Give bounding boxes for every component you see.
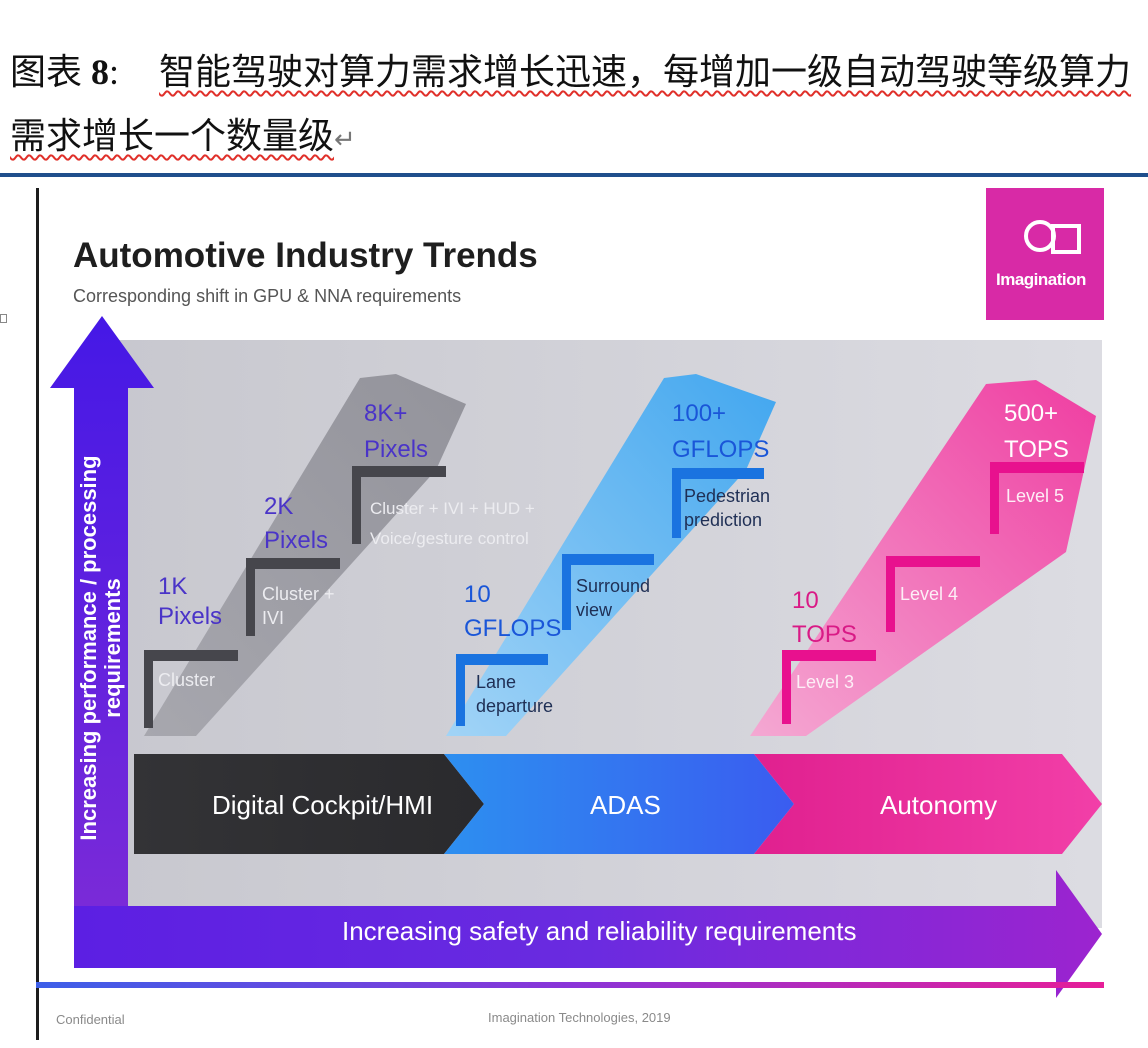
phase-band-cockpit <box>134 754 484 854</box>
desc-lane-departure-line1: Lane <box>476 672 517 692</box>
x-axis-arrow <box>74 870 1102 998</box>
cockpit-growth-arrow <box>144 374 466 736</box>
desc-cluster-ivi-hud-line2: Voice/gesture control <box>370 529 529 548</box>
desc-lane-departure: Lane departure <box>476 670 553 718</box>
metric-1k-unit: Pixels <box>158 603 223 630</box>
figure-caption: 图表 8:智能驾驶对算力需求增长迅速，每增加一级自动驾驶等级算力需求增长一个数量… <box>10 40 1140 172</box>
desc-pedestrian-prediction: Pedestrian prediction <box>684 484 770 532</box>
cockpit-step-brackets <box>144 466 446 728</box>
desc-cluster-ivi-hud: Cluster + IVI + HUD + Voice/gesture cont… <box>370 494 535 554</box>
metric-8k-unit: Pixels <box>364 436 429 463</box>
caption-prefix: 图表 <box>10 52 92 92</box>
anchor-mark <box>0 314 7 323</box>
desc-cluster-ivi-line1: Cluster + <box>262 584 335 604</box>
return-mark: ↵ <box>334 125 356 154</box>
metric-500-tops: 500+ TOPS <box>1004 396 1069 468</box>
desc-surround-view-line2: view <box>576 600 613 620</box>
desc-surround-view-line1: Surround <box>576 576 651 596</box>
metric-2k-unit: Pixels <box>264 527 329 554</box>
phase-label-adas: ADAS <box>590 790 661 820</box>
slide: Automotive Industry Trends Corresponding… <box>36 188 1104 1040</box>
metric-2k-value: 2K <box>264 493 294 520</box>
autonomy-step-brackets <box>782 462 1084 724</box>
metric-8k-value: 8K+ <box>364 400 408 427</box>
logo-box <box>986 188 1104 320</box>
metric-100-gflops-value: 100+ <box>672 400 727 427</box>
metric-8k: 8K+ Pixels <box>364 396 428 468</box>
footer-confidential: Confidential <box>56 1012 125 1027</box>
slide-edge <box>36 188 39 1040</box>
desc-cluster-ivi-line2: IVI <box>262 608 285 628</box>
desc-level-4: Level 4 <box>900 584 959 604</box>
footer-copyright: Imagination Technologies, 2019 <box>488 1010 671 1025</box>
caption-text: 智能驾驶对算力需求增长迅速，每增加一级自动驾驶等级算力需求增长一个数量级 <box>10 52 1132 156</box>
y-axis-arrow <box>50 316 154 906</box>
desc-lane-departure-line2: departure <box>476 696 554 716</box>
phase-label-cockpit: Digital Cockpit/HMI <box>212 790 434 820</box>
caption-rule <box>0 173 1148 177</box>
metric-10-tops-unit: TOPS <box>792 621 857 648</box>
desc-level-5: Level 5 <box>1006 486 1065 506</box>
desc-surround-view: Surround view <box>576 574 650 622</box>
metric-10-tops-value: 10 <box>792 587 819 614</box>
footer-line <box>36 982 1104 988</box>
slide-title: Automotive Industry Trends <box>73 236 538 275</box>
desc-level-3: Level 3 <box>796 672 855 692</box>
desc-pedestrian-prediction-line2: prediction <box>684 510 763 530</box>
metric-10-gflops: 10 GFLOPS <box>464 578 561 646</box>
logo-mark <box>1024 220 1081 254</box>
y-axis-label: Increasing performance / processing requ… <box>76 455 125 841</box>
logo-text: Imagination <box>996 270 1086 289</box>
metric-1k: 1K Pixels <box>158 572 222 632</box>
metric-100-gflops-unit: GFLOPS <box>672 436 770 463</box>
metric-1k-value: 1K <box>158 573 188 600</box>
caption-number: 8 <box>91 52 110 92</box>
caption-separator: : <box>109 52 120 92</box>
metric-500-tops-value: 500+ <box>1004 400 1059 427</box>
slide-graphics <box>36 188 1104 1040</box>
phase-label-autonomy: Autonomy <box>880 790 998 820</box>
desc-pedestrian-prediction-line1: Pedestrian <box>684 486 771 506</box>
desc-cluster-ivi-hud-line1: Cluster + IVI + HUD + <box>370 499 535 518</box>
adas-step-brackets <box>456 468 764 726</box>
slide-subtitle: Corresponding shift in GPU & NNA require… <box>73 286 462 306</box>
metric-2k: 2K Pixels <box>264 490 328 558</box>
metric-10-gflops-value: 10 <box>464 581 491 608</box>
metric-500-tops-unit: TOPS <box>1004 436 1069 463</box>
desc-cluster: Cluster <box>158 670 216 690</box>
phase-band-autonomy <box>754 754 1102 854</box>
phase-band-adas <box>444 754 794 854</box>
metric-10-tops: 10 TOPS <box>792 584 857 652</box>
x-axis-label: Increasing safety and reliability requir… <box>342 916 857 946</box>
desc-cluster-ivi: Cluster + IVI <box>262 582 335 630</box>
metric-10-gflops-unit: GFLOPS <box>464 615 562 642</box>
metric-100-gflops: 100+ GFLOPS <box>672 396 769 468</box>
